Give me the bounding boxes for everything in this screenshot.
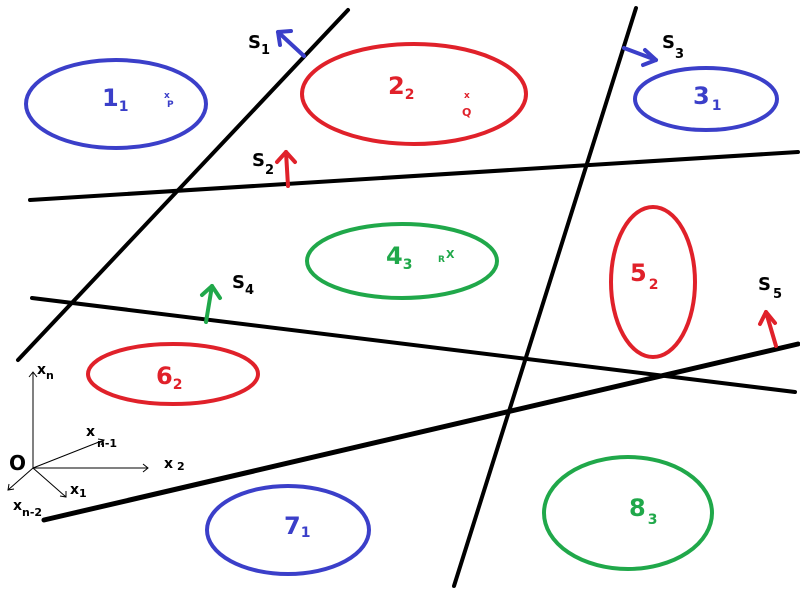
s4-label: S4 <box>232 272 254 298</box>
hyperplane-s2 <box>28 150 800 202</box>
point-q-label: Q <box>462 106 471 119</box>
region-5-ellipse <box>609 205 697 359</box>
region-8-ellipse <box>542 455 714 571</box>
region-6-label: 62 <box>156 362 182 393</box>
axis-xn2-label: xn-2 <box>13 498 42 519</box>
s4-normal-arrow <box>200 284 222 324</box>
region-1-ellipse <box>24 58 208 150</box>
axis-xn1 <box>32 439 105 469</box>
axis-x1 <box>32 467 67 498</box>
origin-label: O <box>9 451 26 475</box>
region-4-label: 43 <box>386 242 412 273</box>
region-6-ellipse <box>86 342 260 406</box>
s3-normal-arrow <box>622 46 658 67</box>
point-q-mark: x <box>464 91 470 101</box>
s3-label: S3 <box>662 32 684 62</box>
region-2-ellipse <box>300 42 528 146</box>
s5-normal-arrow <box>758 310 778 348</box>
coordinate-axes <box>7 371 149 498</box>
point-r-label: R <box>438 255 445 265</box>
region-7-label: 71 <box>284 512 310 541</box>
region-4-ellipse <box>305 222 499 300</box>
region-7-ellipse <box>205 484 371 576</box>
s2-label: S2 <box>252 150 274 178</box>
axis-xn1-label: xn-1 <box>86 424 117 450</box>
hyperplane-s3 <box>452 6 638 588</box>
point-p-mark: x <box>164 91 170 101</box>
hyperplanes <box>16 6 800 588</box>
point-p-label: P <box>167 100 174 110</box>
axis-xn-label: xn <box>37 362 54 382</box>
point-r-mark: X <box>446 248 455 261</box>
region-3-ellipse <box>633 66 779 132</box>
axis-x1-label: x1 <box>70 482 87 500</box>
region-1-label: 11 <box>102 84 128 115</box>
region-2-label: 22 <box>388 72 414 103</box>
hyperplane-s5 <box>41 341 800 523</box>
s1-normal-arrow <box>276 29 306 58</box>
s1-label: S1 <box>248 32 270 58</box>
s2-normal-arrow <box>275 150 297 188</box>
axis-xn2 <box>7 467 34 491</box>
